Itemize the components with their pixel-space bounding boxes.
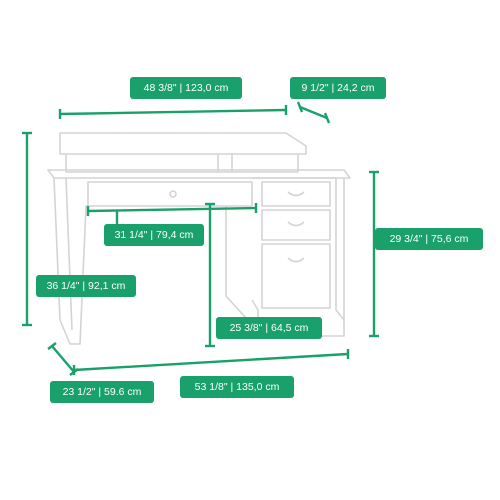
base-depth-label: 23 1/2" | 59.6 cm bbox=[50, 381, 154, 403]
base-depth-line bbox=[51, 345, 75, 373]
drawer-2 bbox=[261, 209, 331, 241]
total-height-label: 36 1/4" | 92,1 cm bbox=[36, 275, 136, 297]
hutch-depth-label: 9 1/2" | 24,2 cm bbox=[290, 77, 386, 99]
desk-drawing bbox=[47, 132, 351, 345]
center-drawer-knob bbox=[169, 190, 177, 198]
drawer-2-handle bbox=[287, 221, 305, 227]
hutch-body bbox=[65, 154, 299, 173]
hutch-depth-line bbox=[299, 105, 328, 120]
drawer-3 bbox=[261, 243, 331, 309]
hutch-width-label: 48 3/8" | 123,0 cm bbox=[130, 77, 242, 99]
hutch-width-line bbox=[59, 108, 287, 116]
drawer-1-handle bbox=[287, 191, 305, 197]
base-width-line bbox=[73, 352, 349, 372]
legroom-width-label: 31 1/4" | 79,4 cm bbox=[104, 224, 204, 246]
legroom-line bbox=[87, 206, 257, 213]
dimension-lines bbox=[22, 101, 379, 376]
pedestal-back bbox=[225, 206, 247, 319]
drawer-1 bbox=[261, 181, 331, 207]
base-width-label: 53 1/8" | 135,0 cm bbox=[180, 376, 294, 398]
hutch-top bbox=[59, 132, 307, 155]
under-table-height-label: 25 3/8" | 64,5 cm bbox=[216, 317, 322, 339]
pedestal bbox=[251, 177, 345, 337]
hutch-cubby bbox=[217, 154, 233, 172]
desk-height-label: 29 3/4" | 75,6 cm bbox=[375, 228, 483, 250]
drawer-3-handle bbox=[287, 257, 305, 263]
desk-top bbox=[47, 169, 351, 179]
left-leg-back bbox=[65, 177, 73, 331]
center-drawer bbox=[87, 181, 253, 207]
